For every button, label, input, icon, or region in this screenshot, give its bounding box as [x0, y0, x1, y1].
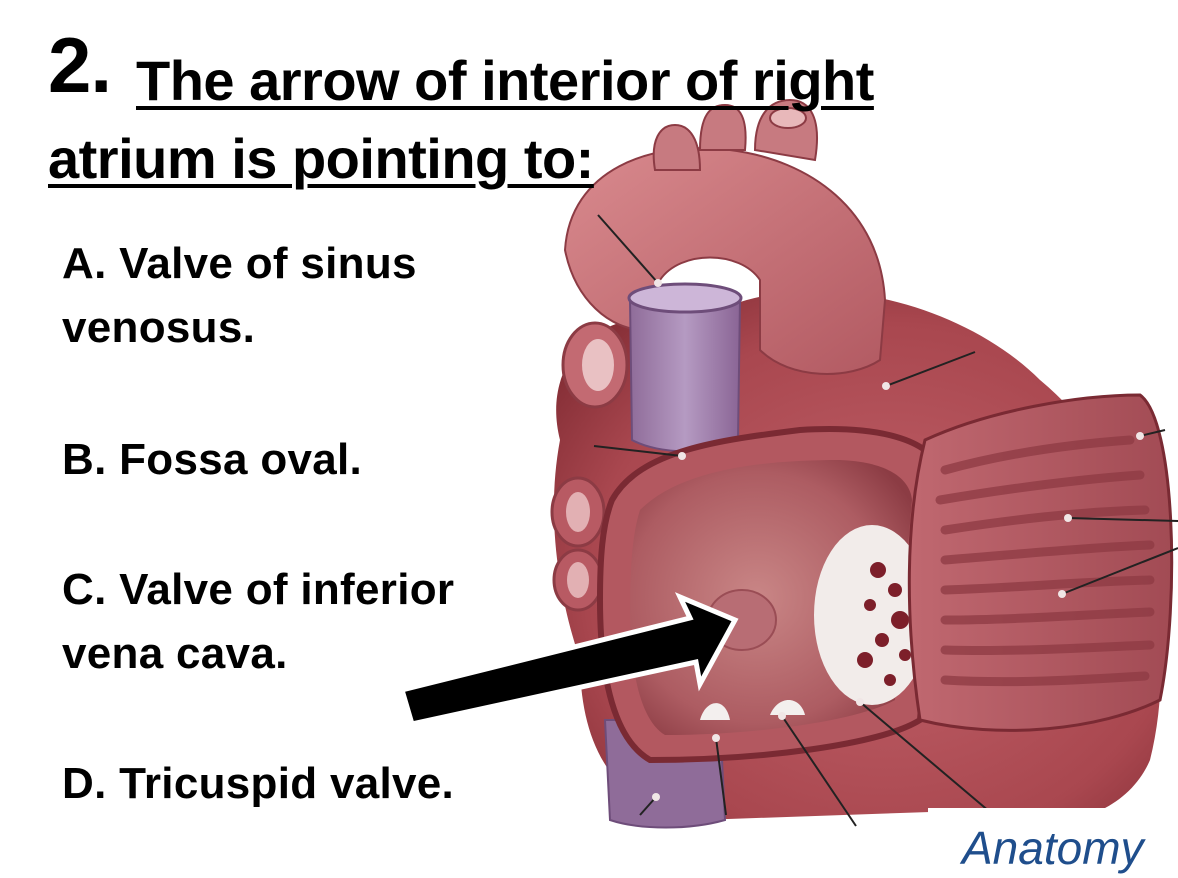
pointer-arrow-icon — [398, 592, 739, 727]
option-b: B. Fossa oval. — [62, 435, 363, 484]
question-text: The arrow of interior of right atrium is… — [48, 42, 948, 198]
option-c: C. Valve of inferior vena cava. — [62, 565, 455, 678]
question-number: 2. — [48, 21, 112, 109]
anatomy-watermark: Anatomy — [928, 808, 1178, 874]
option-a: A. Valve of sinus venosus. — [62, 239, 417, 352]
option-d: D. Tricuspid valve. — [62, 759, 455, 808]
question-text-label: The arrow of interior of right atrium is… — [48, 49, 874, 190]
watermark-text: Anatomy — [962, 822, 1144, 874]
